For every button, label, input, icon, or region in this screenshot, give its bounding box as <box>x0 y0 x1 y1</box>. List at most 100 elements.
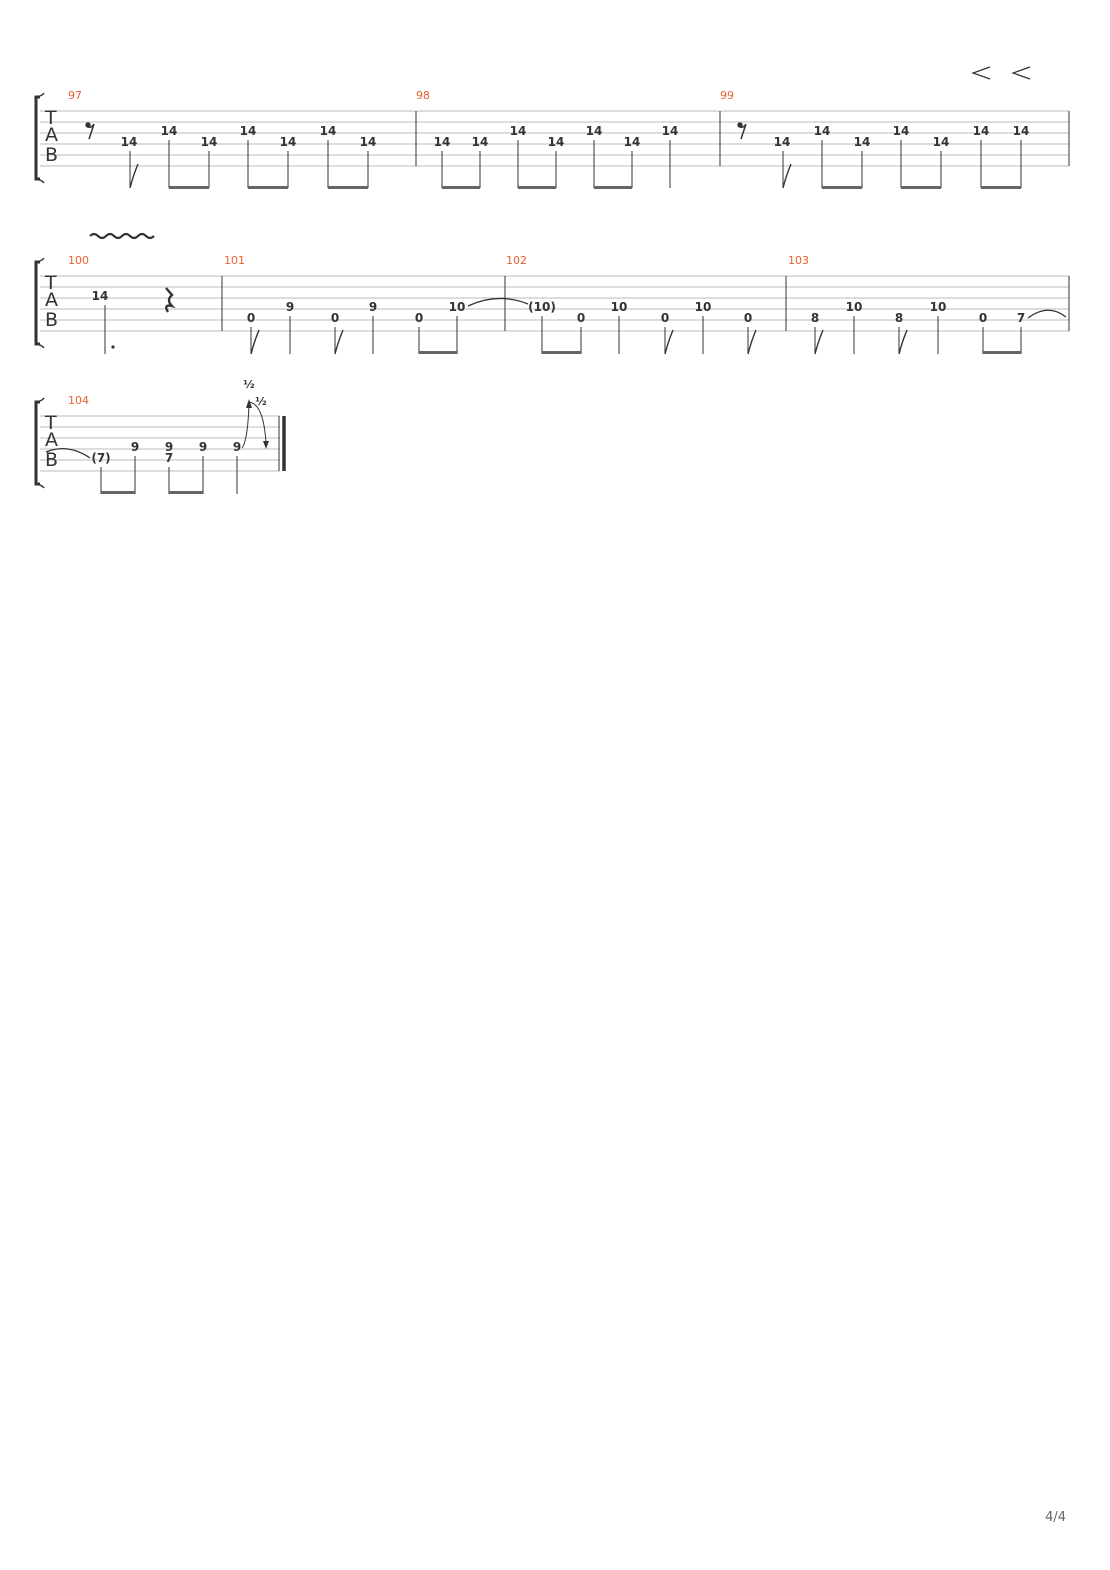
measure-97: 14 14 14 14 14 14 14 <box>121 124 377 189</box>
staff-lines <box>40 110 1069 167</box>
fret-number: 9 <box>131 440 139 454</box>
fret-number: 14 <box>854 135 871 149</box>
release-arrow-icon <box>263 441 269 449</box>
tie <box>1027 309 1067 319</box>
beams <box>169 186 368 189</box>
measure-101: 0 9 0 9 0 10 <box>247 297 529 355</box>
crescendo-marks <box>971 66 1031 80</box>
measure-104: (7) 9 9 7 9 9 ½ ½ <box>45 378 269 494</box>
fret-number: 14 <box>586 124 603 138</box>
beam <box>419 351 457 354</box>
measure-99: 14 14 14 14 14 14 14 <box>774 124 1030 189</box>
bend-label: ½ <box>243 378 254 391</box>
fret-number: 14 <box>973 124 990 138</box>
bend-release-mark <box>241 401 267 449</box>
tie <box>467 297 529 307</box>
measure-100: 14 <box>92 287 176 354</box>
fret-number: 14 <box>1013 124 1030 138</box>
staff-lines <box>40 275 1069 332</box>
vibrato-mark <box>89 232 155 240</box>
fret-number: 0 <box>744 311 752 325</box>
fret-number: 14 <box>933 135 950 149</box>
fret-number: 9 <box>369 300 377 314</box>
fret-number: 8 <box>895 311 903 325</box>
fret-number: 9 <box>286 300 294 314</box>
measure-number: 100 <box>68 254 89 267</box>
beams <box>101 491 203 494</box>
fret-number: 14 <box>472 135 489 149</box>
fret-number: (7) <box>91 451 110 465</box>
tab-clef: T A B <box>44 272 58 331</box>
svg-text:B: B <box>45 144 58 166</box>
svg-text:B: B <box>45 449 58 471</box>
fret-number: 0 <box>577 311 585 325</box>
staff-lines <box>40 415 280 472</box>
fret-number: 14 <box>548 135 565 149</box>
beams <box>822 186 1021 189</box>
fret-number: 8 <box>811 311 819 325</box>
fret-number: 14 <box>161 124 178 138</box>
svg-text:T: T <box>44 272 57 294</box>
fret-number: 7 <box>165 451 173 465</box>
fret-number: 0 <box>331 311 339 325</box>
fret-number: 14 <box>662 124 679 138</box>
fret-number: 14 <box>121 135 138 149</box>
measure-number: 97 <box>68 89 82 102</box>
bend-arrow-icon <box>246 399 252 408</box>
fret-number: 10 <box>695 300 712 314</box>
barlines <box>415 111 1070 166</box>
measure-number: 99 <box>720 89 734 102</box>
fret-number: 14 <box>280 135 297 149</box>
fret-number: 10 <box>930 300 947 314</box>
release-label: ½ <box>255 395 266 408</box>
fret-number: 9 <box>165 440 173 454</box>
fret-number: 14 <box>624 135 641 149</box>
svg-text:B: B <box>45 309 58 331</box>
fret-number: 14 <box>814 124 831 138</box>
measure-number: 103 <box>788 254 809 267</box>
page-number: 4/4 <box>1045 1510 1066 1525</box>
measure-98: 14 14 14 14 14 14 14 <box>434 124 679 189</box>
fret-number: 14 <box>510 124 527 138</box>
tab-clef: T A B <box>44 107 58 166</box>
final-barline <box>278 416 286 471</box>
measure-103: 8 10 8 10 0 7 <box>811 300 1067 355</box>
measure-number: 102 <box>506 254 527 267</box>
fret-number: 10 <box>611 300 628 314</box>
fret-number: 14 <box>360 135 377 149</box>
fret-number: 14 <box>320 124 337 138</box>
fret-number: 14 <box>434 135 451 149</box>
beam <box>983 351 1021 354</box>
beams <box>442 186 632 189</box>
measure-number: 104 <box>68 394 89 407</box>
measure-number: 101 <box>224 254 245 267</box>
svg-text:T: T <box>44 412 57 434</box>
beam <box>542 351 581 354</box>
system-2: T A B 100 101 102 103 14 0 9 0 9 0 10 <box>34 232 1070 355</box>
fret-number: (10) <box>528 300 556 314</box>
fret-number: 10 <box>846 300 863 314</box>
svg-text:A: A <box>45 289 58 311</box>
fret-number: 0 <box>247 311 255 325</box>
eighth-rest <box>85 122 747 140</box>
fret-number: 14 <box>774 135 791 149</box>
system-1: T A B 97 98 99 14 14 14 14 14 14 14 <box>34 89 1070 189</box>
measure-102: (10) 0 10 0 10 0 <box>528 300 757 355</box>
fret-number: 14 <box>201 135 218 149</box>
dot <box>111 345 115 349</box>
fret-number: 7 <box>1017 311 1025 325</box>
fret-number: 9 <box>199 440 207 454</box>
fret-number: 9 <box>233 440 241 454</box>
tie <box>45 447 91 459</box>
fret-number: 0 <box>979 311 987 325</box>
barlines <box>221 276 1070 331</box>
svg-text:T: T <box>44 107 57 129</box>
fret-number: 14 <box>92 289 109 303</box>
fret-number: 14 <box>893 124 910 138</box>
system-3: T A B 104 (7) 9 9 7 9 9 <box>34 378 286 494</box>
fret-number: 14 <box>240 124 257 138</box>
svg-text:A: A <box>45 429 58 451</box>
tab-clef: T A B <box>44 412 58 471</box>
fret-number: 10 <box>449 300 466 314</box>
